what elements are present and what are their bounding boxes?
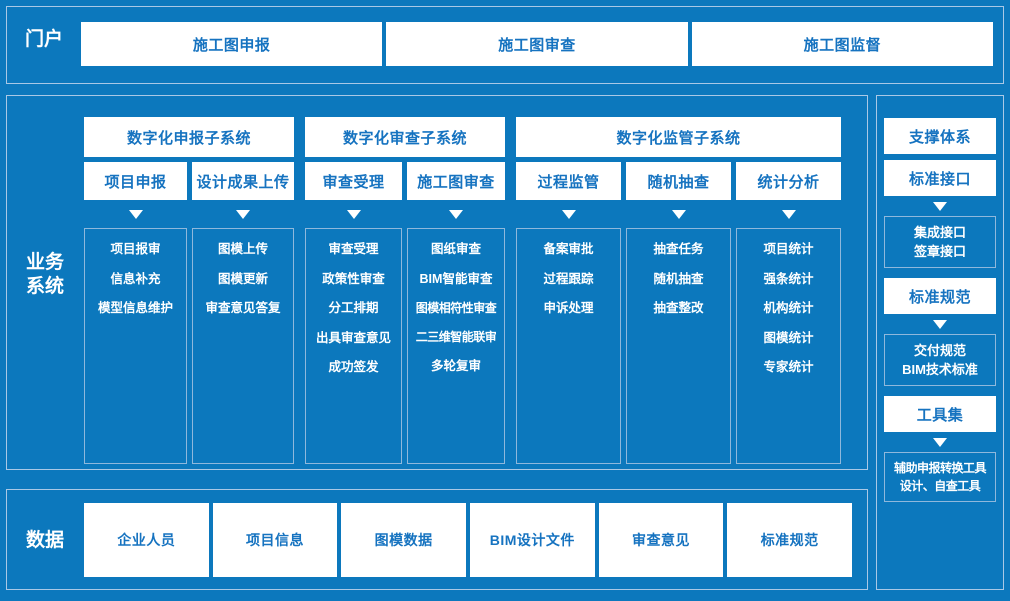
detail-item: 模型信息维护 [97,301,173,315]
detail-item: 出具审查意见 [315,330,391,345]
detail-item: 申诉处理 [543,301,594,315]
business-system-label: 业务 系统 [16,240,74,310]
down-arrow-icon [933,202,947,211]
down-arrow-icon [781,209,796,219]
business-label-line2: 系统 [25,276,64,297]
detail-box-drawing-review: 图纸审查 BIM智能审查 图模相符性审查 二三维智能联审 多轮复审 [407,228,505,464]
detail-item: 强条统计 [763,271,814,286]
portal-card-row: 施工图申报 施工图审查 施工图监督 [81,22,993,66]
portal-label: 门户 [24,29,63,51]
support-box-tools: 辅助申报转换工具 设计、自查工具 [884,452,996,502]
detail-item: 签章接口 [913,244,966,259]
detail-item: 成功签发 [328,360,379,374]
portal-card-review[interactable]: 施工图审查 [386,22,688,66]
detail-item: 信息补充 [110,271,161,286]
data-label: 数据 [25,530,64,552]
detail-item: 政策性审查 [322,271,385,286]
detail-box-process-supervision: 备案审批 过程跟踪 申诉处理 [516,228,621,464]
support-section-toolset[interactable]: 工具集 [884,396,996,432]
down-arrow-icon [236,209,250,219]
detail-box-project-declaration: 项目报审 信息补充 模型信息维护 [84,228,187,464]
down-arrow-icon [346,209,361,219]
detail-box-review-acceptance: 审查受理 政策性审查 分工排期 出具审查意见 成功签发 [305,228,402,464]
support-box-interfaces: 集成接口 签章接口 [884,216,996,268]
data-card-standard-spec[interactable]: 标准规范 [727,503,853,577]
detail-item: 设计、自查工具 [899,479,981,493]
detail-item: BIM技术标准 [902,362,978,377]
module-review-acceptance[interactable]: 审查受理 [305,162,402,200]
detail-item: 交付规范 [913,343,966,358]
detail-item: 审查意见答复 [205,301,281,315]
detail-item: 抽查整改 [653,301,704,315]
detail-item: 专家统计 [763,360,814,374]
detail-item: 随机抽查 [653,271,704,286]
detail-item: 分工排期 [328,301,379,315]
module-project-declaration[interactable]: 项目申报 [84,162,187,200]
detail-item: 机构统计 [763,301,814,315]
data-card-bim-design-files[interactable]: BIM设计文件 [470,503,595,577]
detail-item: 图模统计 [763,330,814,345]
detail-item: 辅助申报转换工具 [893,461,987,475]
detail-item: 项目报审 [110,242,161,256]
subsystem-declaration-header[interactable]: 数字化申报子系统 [84,117,294,157]
detail-item: 审查受理 [328,242,379,256]
detail-item: 图模相符性审查 [415,301,497,315]
detail-item: 项目统计 [763,242,814,256]
business-groups: 数字化申报子系统 数字化审查子系统 数字化监管子系统 项目申报 设计成果上传 审… [84,117,852,464]
support-system-content: 支撑体系 标准接口 集成接口 签章接口 标准规范 交付规范 BIM技术标准 工具… [884,118,996,570]
module-random-inspection[interactable]: 随机抽查 [626,162,731,200]
business-label-line1: 业务 [25,252,64,274]
module-process-supervision[interactable]: 过程监管 [516,162,621,200]
detail-item: 图纸审查 [430,242,481,256]
down-arrow-icon [449,209,463,219]
detail-item: 图模更新 [217,271,268,286]
down-arrow-icon [933,320,947,329]
down-arrow-icon [933,438,947,447]
detail-item: BIM智能审查 [419,271,493,286]
data-card-review-opinions[interactable]: 审查意见 [598,503,724,577]
detail-item: 多轮复审 [430,359,481,373]
subsystem-header-row: 数字化申报子系统 数字化审查子系统 数字化监管子系统 [84,117,852,157]
support-box-specs: 交付规范 BIM技术标准 [884,334,996,386]
module-drawing-review[interactable]: 施工图审查 [407,162,505,200]
detail-box-random-inspection: 抽查任务 随机抽查 抽查整改 [626,228,731,464]
down-arrow-icon [671,209,686,219]
data-card-enterprise-personnel[interactable]: 企业人员 [84,503,209,577]
down-arrow-icon [561,209,576,219]
detail-item: 图模上传 [217,242,268,256]
support-title[interactable]: 支撑体系 [884,118,996,154]
portal-card-supervision[interactable]: 施工图监督 [691,22,993,66]
arrow-row [84,205,852,223]
detail-item: 备案审批 [543,242,594,256]
module-design-upload[interactable]: 设计成果上传 [192,162,294,200]
portal-card-declaration[interactable]: 施工图申报 [81,22,383,66]
module-title-row: 项目申报 设计成果上传 审查受理 施工图审查 过程监管 随机抽查 统计分析 [84,162,852,200]
detail-item: 抽查任务 [653,242,704,256]
data-card-project-info[interactable]: 项目信息 [212,503,338,577]
support-section-standard-interface[interactable]: 标准接口 [884,160,996,196]
support-section-standard-spec[interactable]: 标准规范 [884,278,996,314]
detail-item: 集成接口 [913,225,966,240]
data-card-row: 企业人员 项目信息 图模数据 BIM设计文件 审查意见 标准规范 [84,503,853,577]
down-arrow-icon [128,209,143,219]
detail-item: 过程跟踪 [543,271,594,286]
data-card-model-data[interactable]: 图模数据 [341,503,467,577]
detail-box-statistics-analysis: 项目统计 强条统计 机构统计 图模统计 专家统计 [736,228,841,464]
subsystem-review-header[interactable]: 数字化审查子系统 [305,117,505,157]
detail-box-design-upload: 图模上传 图模更新 审查意见答复 [192,228,294,464]
detail-item: 二三维智能联审 [415,330,497,344]
module-statistics-analysis[interactable]: 统计分析 [736,162,841,200]
subsystem-supervision-header[interactable]: 数字化监管子系统 [516,117,841,157]
detail-box-row: 项目报审 信息补充 模型信息维护 图模上传 图模更新 审查意见答复 [84,228,852,464]
